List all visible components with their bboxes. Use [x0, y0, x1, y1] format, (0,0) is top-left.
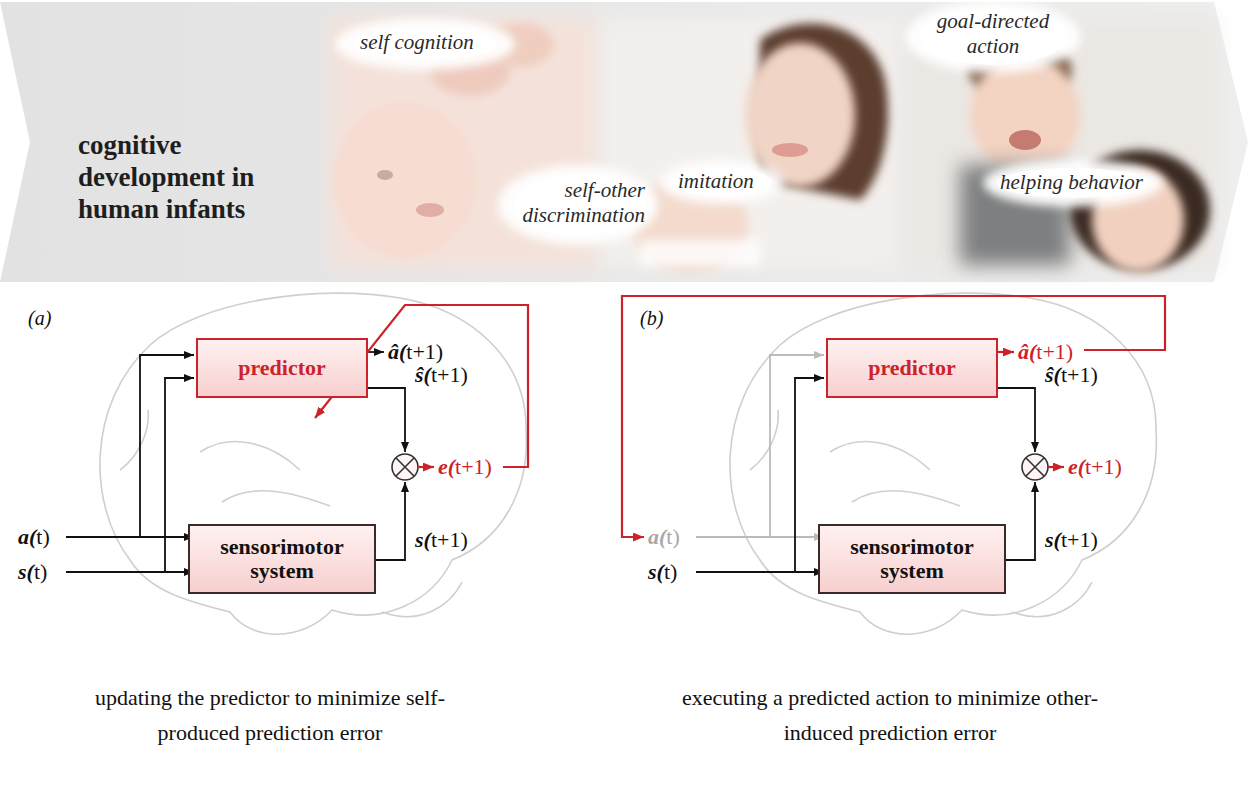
- panel-caption: updating the predictor to minimize self-…: [90, 680, 450, 750]
- svg-path: [396, 458, 414, 476]
- photo-label: self-other discrimination: [505, 178, 645, 228]
- svg-ellipse: [905, 1, 1081, 73]
- svg-ellipse: [997, 168, 1149, 198]
- signal-name: ŝ(t+1): [1045, 362, 1098, 387]
- banner-arrow: [0, 2, 1248, 282]
- svg-path: [696, 536, 824, 538]
- photo-imitation: [600, 18, 900, 273]
- svg-path: [696, 571, 824, 573]
- svg-ellipse: [772, 143, 808, 157]
- svg-circle: [392, 454, 418, 480]
- signal-name: a(t): [648, 524, 680, 549]
- signal-name: â(t+1): [388, 339, 443, 364]
- comparator-a: [392, 454, 418, 480]
- signal-name: s(t): [648, 559, 677, 584]
- banner-title: cognitive development in human infants: [78, 116, 323, 240]
- signal-name: s(t+1): [415, 527, 468, 552]
- svg-path: [66, 571, 194, 573]
- node-text: predictor: [238, 356, 326, 380]
- signal-name: ŝ(t+1): [415, 362, 468, 387]
- brain-outline: [100, 293, 526, 634]
- photo-label: helping behavior: [1000, 170, 1143, 195]
- svg-path: [368, 388, 405, 452]
- photo-label: imitation: [678, 169, 754, 194]
- signal-name: s(t+1): [1045, 527, 1098, 552]
- svg-ellipse: [970, 57, 1080, 173]
- svg-ellipse: [335, 18, 515, 70]
- svg-path: [368, 351, 384, 353]
- predictor-box: predictor: [196, 338, 368, 398]
- signal-name: s(t): [18, 559, 47, 584]
- svg-ellipse: [660, 160, 784, 204]
- label-glows: [335, 1, 1163, 245]
- panel-letter: (a): [28, 306, 51, 330]
- svg-ellipse: [498, 165, 658, 245]
- signal-name: e(t+1): [1068, 454, 1122, 479]
- svg-path: [140, 355, 194, 537]
- svg-circle: [1022, 454, 1048, 480]
- panel-caption: executing a predicted action to minimize…: [680, 680, 1100, 750]
- node-text: predictor: [868, 356, 956, 380]
- svg-ellipse: [1009, 130, 1041, 150]
- svg-path: [998, 351, 1014, 353]
- svg-path: [622, 296, 1165, 537]
- panel-letter: (b): [640, 306, 663, 330]
- svg-ellipse: [416, 203, 444, 217]
- photo-label: self cognition: [360, 30, 474, 55]
- svg-ellipse: [377, 170, 393, 180]
- svg-path: [1026, 458, 1044, 476]
- comparator-b: [1022, 454, 1048, 480]
- svg-ellipse: [353, 28, 497, 60]
- svg-path: [770, 355, 824, 537]
- svg-ellipse: [333, 102, 477, 258]
- svg-rect: [640, 240, 760, 266]
- wires-b-grey: [696, 355, 824, 537]
- svg-path: [998, 388, 1035, 452]
- sensorimotor-box: sensorimotor system: [818, 524, 1006, 594]
- photo-label: goal-directed action: [915, 9, 1071, 59]
- sensorimotor-box: sensorimotor system: [188, 524, 376, 594]
- svg-path: [66, 536, 194, 538]
- svg-path: [418, 466, 434, 468]
- brain-outline: [730, 293, 1156, 634]
- node-text: sensorimotor system: [190, 535, 374, 583]
- svg-ellipse: [983, 159, 1163, 207]
- signal-name: a(t): [18, 524, 50, 549]
- signal-name: e(t+1): [438, 454, 492, 479]
- node-text: cognitive development in human infants: [78, 130, 323, 226]
- signal-name: â(t+1): [1018, 339, 1073, 364]
- svg-ellipse: [672, 168, 772, 196]
- action-wires-b: [622, 296, 1165, 537]
- svg-path: [1048, 466, 1064, 468]
- node-text: sensorimotor system: [820, 535, 1004, 583]
- predictor-box: predictor: [826, 338, 998, 398]
